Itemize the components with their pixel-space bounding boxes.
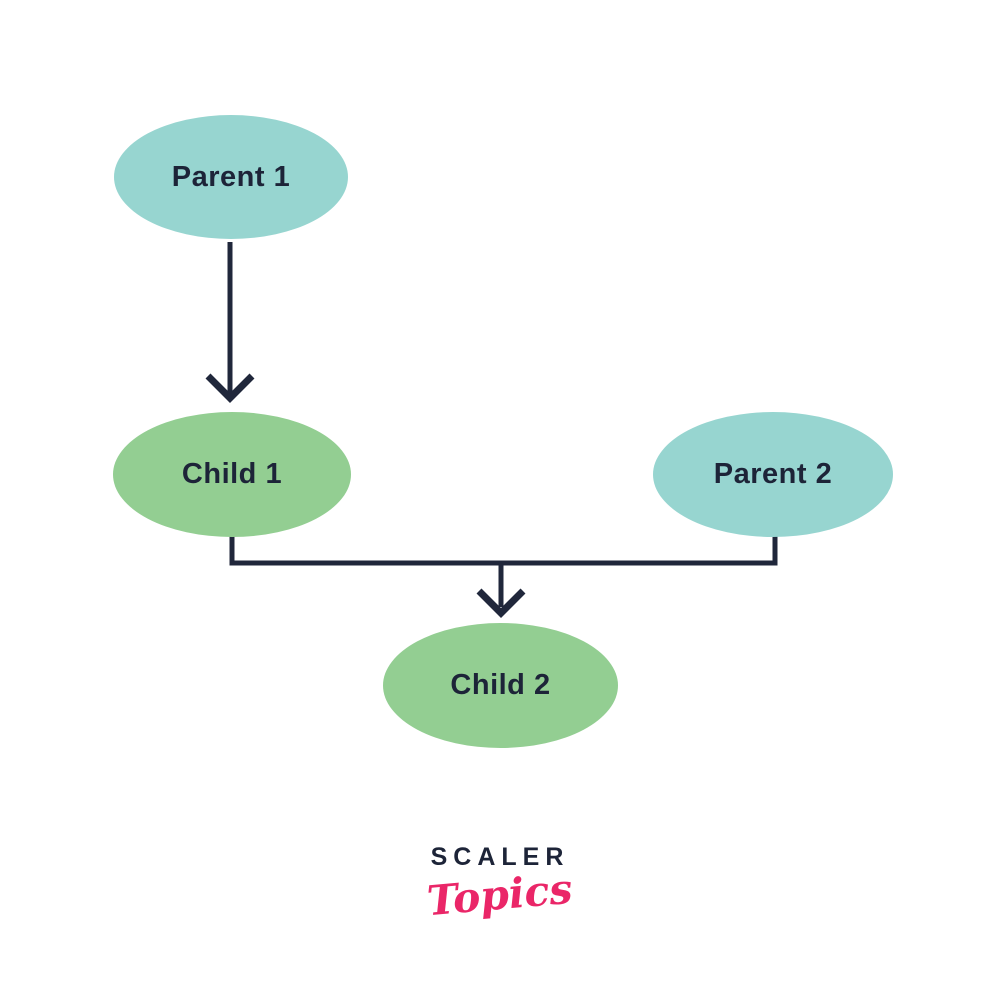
logo-script-text: Topics bbox=[425, 864, 575, 926]
node-parent2-label: Parent 2 bbox=[713, 458, 833, 490]
scaler-topics-logo: SCALER Topics bbox=[0, 843, 1000, 925]
edge-merge-child2-arrowhead bbox=[476, 588, 526, 618]
node-parent2: Parent 2 bbox=[653, 412, 893, 537]
node-parent1-label: Parent 1 bbox=[171, 160, 291, 193]
node-parent1: Parent 1 bbox=[114, 115, 348, 239]
edge-merge-bracket bbox=[229, 536, 778, 566]
node-child1-label: Child 1 bbox=[181, 458, 283, 490]
node-child1: Child 1 bbox=[113, 412, 351, 537]
node-child2: Child 2 bbox=[383, 623, 618, 748]
logo-brand-text: SCALER bbox=[430, 843, 570, 871]
node-child2-label: Child 2 bbox=[450, 669, 551, 701]
edge-parent1-child1-arrowhead bbox=[205, 373, 255, 403]
